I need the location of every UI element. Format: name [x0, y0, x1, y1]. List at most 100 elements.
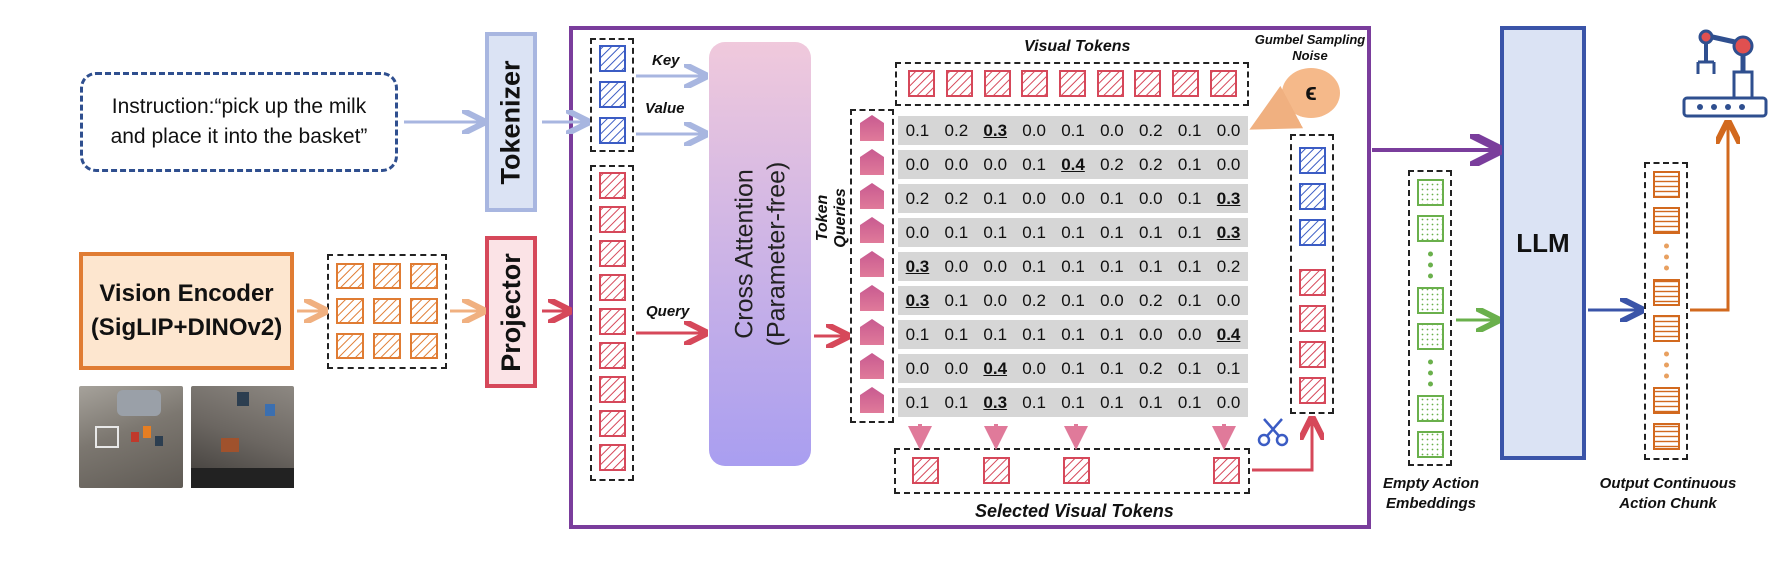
projected-token — [599, 376, 626, 403]
matrix-cell: 0.1 — [1022, 257, 1046, 276]
matrix-cell: 0.0 — [1022, 359, 1046, 378]
gumbel-label-line1: Gumbel Sampling — [1254, 32, 1366, 47]
text-token — [599, 81, 626, 108]
matrix-cell: 0.0 — [944, 155, 969, 174]
vision-token — [336, 298, 364, 324]
matrix-cell: 0.0 — [1177, 325, 1202, 344]
vision-token — [336, 263, 364, 289]
visual-token — [984, 70, 1011, 97]
llm-label: LLM — [1516, 227, 1570, 258]
ellipsis-dot — [1664, 254, 1669, 260]
ellipsis-dot — [1428, 359, 1433, 365]
value-label: Value — [645, 100, 685, 117]
token-query — [860, 149, 884, 175]
matrix-cell: 0.2 — [1138, 359, 1163, 378]
matrix-cell: 0.1 — [905, 121, 930, 140]
matrix-cell: 0.1 — [1061, 223, 1085, 242]
ellipsis-dot — [1664, 265, 1669, 271]
selected-token — [1213, 457, 1240, 484]
vision-token — [373, 298, 401, 324]
matrix-cell: 0.4 — [1216, 325, 1241, 344]
matrix-cell: 0.0 — [905, 223, 930, 242]
matrix-cell: 0.3 — [1216, 189, 1241, 208]
matrix-cell: 0.4 — [1061, 155, 1085, 174]
arrow-noise — [1249, 85, 1304, 130]
arrow-selected-up — [1252, 422, 1312, 472]
projected-token — [599, 172, 626, 199]
matrix-cell: 0.2 — [905, 189, 930, 208]
matrix-cell: 0.0 — [1100, 121, 1124, 140]
matrix-cell: 0.2 — [1216, 257, 1241, 276]
matrix-cell: 0.1 — [1138, 257, 1163, 276]
matrix-cell: 0.0 — [1138, 325, 1163, 344]
observation-image-2 — [191, 386, 294, 488]
llm-block: LLM — [1500, 26, 1586, 460]
token-query — [860, 251, 884, 277]
matrix-cell: 0.0 — [1022, 121, 1046, 140]
matrix-cell: 0.1 — [1177, 291, 1202, 310]
matrix-cell: 0.1 — [1100, 223, 1124, 242]
matrix-cell: 0.2 — [1022, 291, 1046, 310]
matrix-cell: 0.3 — [1216, 223, 1241, 242]
selected-token — [1299, 377, 1326, 404]
matrix-cell: 0.1 — [983, 325, 1008, 344]
token-query — [860, 183, 884, 209]
visual-token — [1021, 70, 1048, 97]
matrix-cell: 0.1 — [1177, 359, 1202, 378]
action-embedding — [1417, 431, 1444, 458]
matrix-cell: 0.2 — [1138, 121, 1163, 140]
matrix-cell: 0.2 — [944, 189, 969, 208]
matrix-cell: 0.1 — [944, 393, 969, 412]
selected-token — [912, 457, 939, 484]
visual-token — [1172, 70, 1199, 97]
selected-visual-tokens-label: Selected Visual Tokens — [975, 501, 1174, 521]
action-embedding — [1417, 215, 1444, 242]
token-query — [860, 217, 884, 243]
ellipsis-dot — [1664, 362, 1669, 368]
matrix-cell: 0.2 — [944, 121, 969, 140]
visual-token — [1210, 70, 1237, 97]
matrix-cell: 0.1 — [1177, 155, 1202, 174]
token-query — [860, 353, 884, 379]
projector-block: Projector — [485, 236, 537, 388]
cross-attention-block: Cross Attention(Parameter-free) — [709, 42, 811, 466]
output-action — [1653, 279, 1680, 306]
ellipsis-dot — [1428, 262, 1433, 268]
robot-arm-icon — [1682, 29, 1768, 118]
matrix-cell: 0.3 — [905, 257, 930, 276]
matrix-cell: 0.0 — [944, 257, 969, 276]
matrix-cell: 0.0 — [905, 155, 930, 174]
instruction-text: Instruction:“pick up the milk and place … — [110, 95, 368, 148]
matrix-cell: 0.1 — [1022, 223, 1046, 242]
matrix-cell: 0.1 — [1138, 393, 1163, 412]
token-query — [860, 115, 884, 141]
matrix-cell: 0.1 — [1100, 325, 1124, 344]
matrix-cell: 0.0 — [1100, 291, 1124, 310]
action-embedding — [1417, 323, 1444, 350]
instruction-box: Instruction:“pick up the milk and place … — [80, 72, 398, 172]
vision-token — [373, 263, 401, 289]
token-query — [860, 387, 884, 413]
visual-token — [946, 70, 973, 97]
matrix-cell: 0.0 — [1216, 121, 1241, 140]
matrix-cell: 0.0 — [1216, 155, 1241, 174]
matrix-cell: 0.1 — [1100, 359, 1124, 378]
output-action — [1653, 207, 1680, 234]
matrix-cell: 0.3 — [983, 393, 1008, 412]
text-token — [599, 117, 626, 144]
visual-token — [1097, 70, 1124, 97]
vision-encoder-block: Vision Encoder (SigLIP+DINOv2) — [79, 252, 294, 370]
matrix-cell: 0.1 — [1177, 223, 1202, 242]
empty-action-caption-line1: Empty Action — [1382, 475, 1480, 492]
ellipsis-dot — [1428, 251, 1433, 257]
output-caption-line2: Action Chunk — [1619, 495, 1717, 512]
projected-token-column — [590, 165, 634, 481]
matrix-cell: 0.2 — [1138, 155, 1163, 174]
text-token — [1299, 183, 1326, 210]
selected-token — [1299, 341, 1326, 368]
